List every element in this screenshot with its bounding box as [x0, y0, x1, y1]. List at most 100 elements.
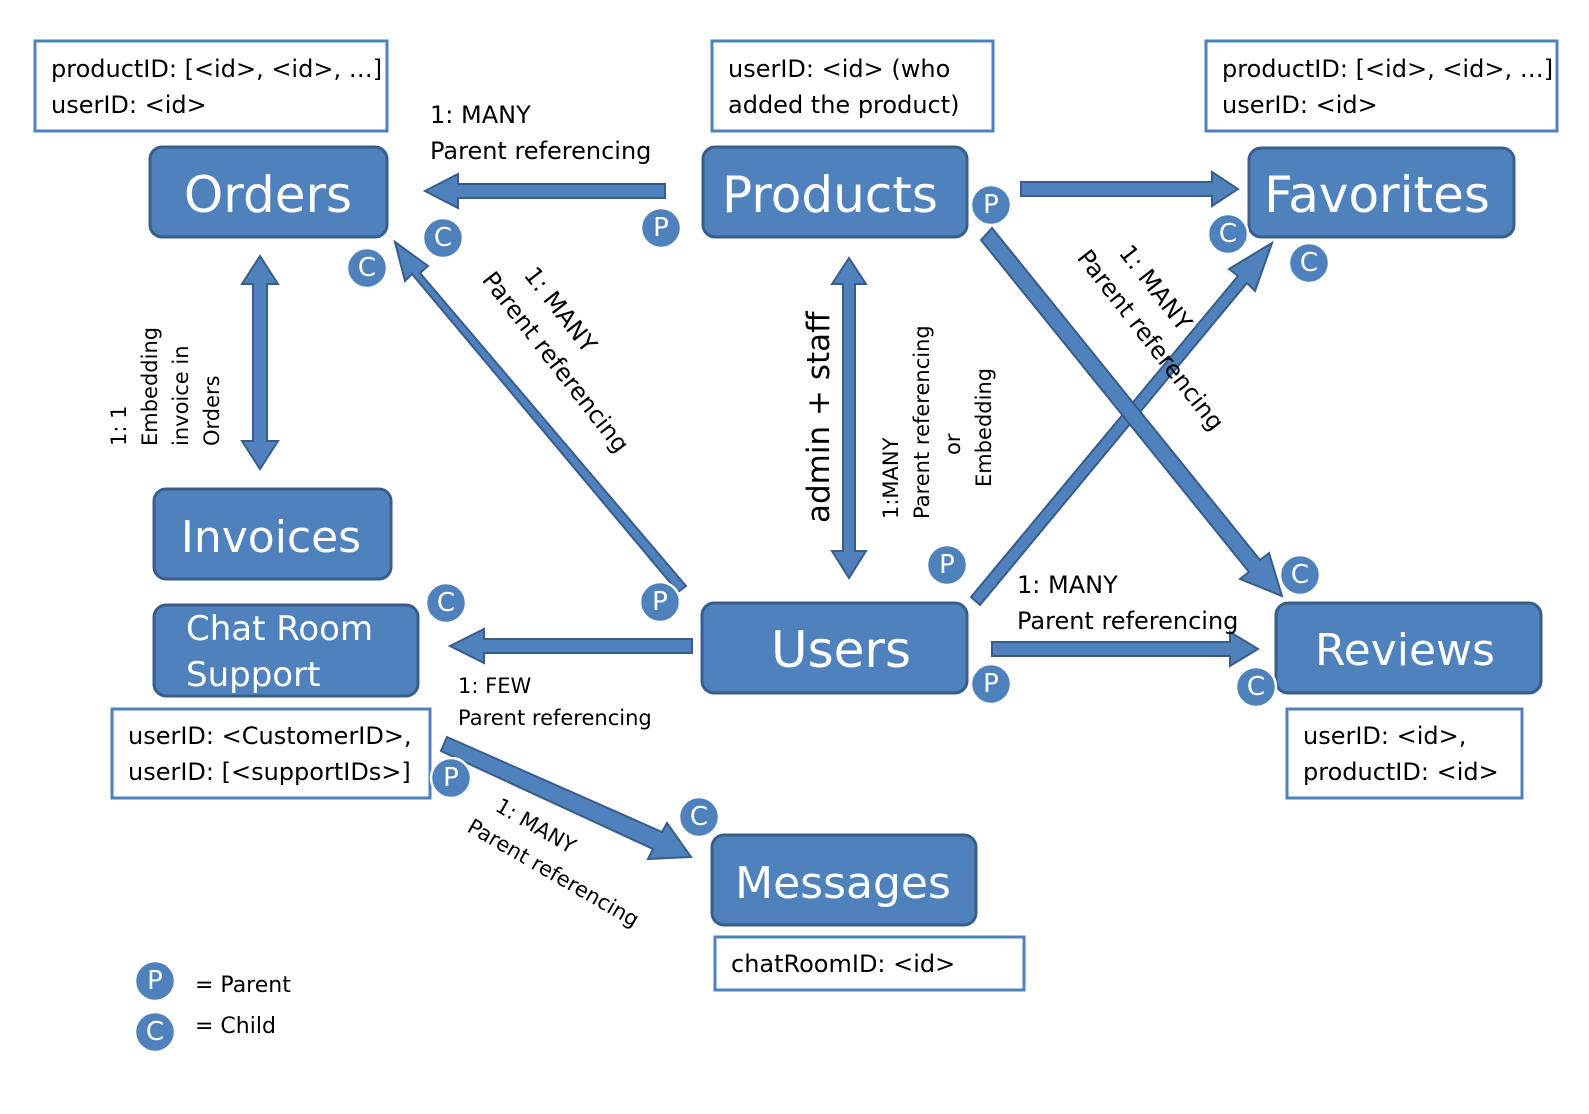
svg-text:C: C [1300, 248, 1318, 278]
svg-text:P: P [653, 213, 669, 243]
relationship-type: Embedding [138, 327, 162, 446]
messages-field-line: chatRoomID: <id> [731, 950, 955, 978]
arrow-users-products [830, 256, 868, 580]
relationship-users-orders-label: 1: MANY Parent referencing [476, 261, 634, 458]
svg-text:C: C [1247, 672, 1265, 702]
entity-title: Users [771, 621, 911, 679]
entity-title: Reviews [1315, 625, 1495, 676]
entity-title-line: Support [186, 655, 320, 695]
entity-title: Orders [184, 166, 352, 224]
relationship-note: or [941, 433, 965, 455]
arrow-chat-room-to-messages [439, 735, 693, 861]
arrow-users-to-reviews [991, 630, 1260, 668]
relationship-cardinality: 1: 1 [107, 406, 131, 446]
relationship-cardinality: 1: FEW [458, 674, 531, 698]
legend-parent-label: = Parent [195, 973, 291, 998]
relationship-type: Parent referencing [430, 137, 651, 165]
svg-text:C: C [358, 253, 376, 283]
entity-messages: Messages [710, 833, 978, 927]
relationship-type: Parent referencing [458, 706, 652, 730]
parent-marker: P [969, 183, 1013, 227]
relationship-note: Embedding [972, 368, 996, 487]
arrow-users-to-favorites [969, 240, 1274, 607]
parent-marker: P [925, 543, 969, 587]
svg-text:C: C [1219, 219, 1237, 249]
relationship-note: Orders [200, 375, 224, 446]
products-field-line: userID: <id> (who [728, 55, 950, 83]
svg-text:P: P [983, 190, 999, 220]
orders-field-line: productID: [<id>, <id>, …] [51, 55, 382, 83]
svg-text:P: P [652, 587, 668, 617]
orders-field-line: userID: <id> [51, 91, 207, 119]
messages-fields-note: chatRoomID: <id> [713, 935, 1026, 992]
entity-reviews: Reviews [1274, 601, 1543, 695]
child-marker: C [345, 246, 389, 290]
entity-favorites: Favorites [1247, 146, 1516, 239]
products-field-line: added the product) [728, 91, 960, 119]
reviews-field-line: productID: <id> [1303, 758, 1499, 786]
svg-text:C: C [690, 802, 708, 832]
parent-marker: P [429, 756, 473, 800]
child-marker: C [1234, 665, 1278, 709]
legend-child-label: = Child [195, 1014, 276, 1039]
svg-text:P: P [939, 550, 955, 580]
svg-text:P: P [443, 763, 459, 793]
svg-text:C: C [437, 588, 455, 618]
entity-title: Invoices [181, 512, 361, 563]
entity-chat-room-support: Chat Room Support [152, 603, 420, 698]
relationship-cardinality: 1:MANY [879, 437, 903, 519]
arrow-products-to-favorites [1020, 170, 1240, 208]
entity-title: Products [722, 166, 938, 224]
entity-orders: Orders [148, 145, 389, 239]
child-marker: C [424, 581, 468, 625]
chat-room-field-line: userID: [<supportIDs>] [128, 758, 411, 786]
entity-title: Messages [735, 858, 951, 909]
arrow-users-to-chat-room [447, 627, 693, 665]
relationship-orders-invoices-label: 1: 1 Embedding invoice in Orders [107, 327, 224, 446]
favorites-field-line: productID: [<id>, <id>, …] [1222, 55, 1553, 83]
relationship-chat-messages-label: 1: MANY Parent referencing [463, 794, 643, 932]
favorites-field-line: userID: <id> [1222, 91, 1378, 119]
parent-marker: P [969, 662, 1013, 706]
child-marker: C [1206, 212, 1250, 256]
reviews-fields-note: userID: <id>, productID: <id> [1285, 707, 1524, 800]
parent-marker: P [639, 206, 683, 250]
entity-title-line: Chat Room [186, 609, 373, 649]
child-marker: C [1287, 241, 1331, 285]
favorites-fields-note: productID: [<id>, <id>, …] userID: <id> [1204, 39, 1559, 133]
arrow-products-to-reviews [979, 226, 1284, 598]
arrow-products-to-orders [422, 172, 666, 210]
child-marker: C [1278, 553, 1322, 597]
entity-users: Users [700, 601, 969, 695]
arrow-users-to-orders [393, 239, 688, 594]
svg-text:C: C [1291, 560, 1309, 590]
relationship-type: Parent referencing [910, 325, 934, 519]
arrow-orders-invoices [240, 254, 280, 471]
svg-text:C: C [434, 223, 452, 253]
entity-products: Products [701, 145, 969, 239]
legend-child-icon: C [133, 1010, 177, 1054]
relationship-cardinality: 1: MANY [430, 101, 531, 129]
orders-fields-note: productID: [<id>, <id>, …] userID: <id> [33, 39, 389, 133]
chat-room-fields-note: userID: <CustomerID>, userID: [<supportI… [110, 707, 432, 800]
child-marker: C [677, 795, 721, 839]
relationship-users-products-label: 1:MANY Parent referencing or Embedding [879, 325, 996, 519]
legend-parent-icon: P [133, 959, 177, 1003]
child-marker: C [421, 216, 465, 260]
svg-text:P: P [983, 669, 999, 699]
parent-marker: P [638, 580, 682, 624]
svg-text:P: P [147, 966, 163, 996]
legend: P = Parent C = Child [133, 959, 291, 1054]
relationship-cardinality: 1: MANY [1017, 571, 1118, 599]
reviews-field-line: userID: <id>, [1303, 722, 1466, 750]
products-fields-note: userID: <id> (who added the product) [710, 39, 995, 133]
chat-room-field-line: userID: <CustomerID>, [128, 722, 412, 750]
relationship-note: invoice in [169, 345, 193, 446]
entity-invoices: Invoices [152, 487, 393, 581]
relationship-type: Parent referencing [1017, 607, 1238, 635]
relationship-users-products-role: admin + staff [801, 311, 837, 523]
entity-title: Favorites [1264, 166, 1490, 224]
svg-text:C: C [146, 1017, 164, 1047]
relationship-role: admin + staff [801, 311, 837, 523]
